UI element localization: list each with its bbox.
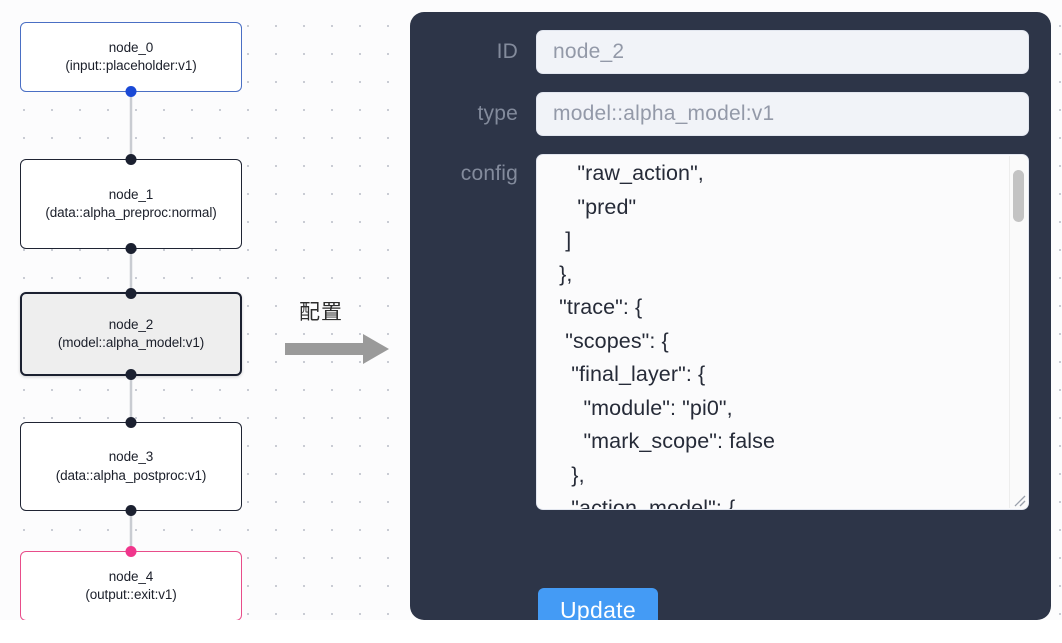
config-scrollbar-thumb[interactable] [1013, 170, 1024, 222]
flow-node-node_1[interactable]: node_1 (data::alpha_preproc:normal) [20, 154, 242, 254]
configure-annotation: 配置 [285, 296, 405, 368]
field-row-type: type model::alpha_model:v1 [416, 92, 1029, 136]
annotation-label: 配置 [299, 300, 343, 324]
arrow-right-icon [285, 334, 389, 364]
flow-node-label: node_2 (model::alpha_model:v1) [57, 316, 205, 350]
node-handle-target[interactable] [125, 288, 137, 299]
config-textarea[interactable]: "raw_action", "pred" ] }, "trace": { "sc… [559, 161, 776, 509]
update-button[interactable]: Update [538, 588, 658, 620]
flow-node-label: node_0 (input::placeholder:v1) [65, 39, 197, 73]
id-input[interactable]: node_2 [536, 30, 1029, 74]
node-handle-source[interactable] [125, 86, 137, 97]
flow-node-node_3[interactable]: node_3 (data::alpha_postproc:v1) [20, 417, 242, 516]
node-config-panel: ID node_2 type model::alpha_model:v1 con… [410, 12, 1051, 620]
id-label: ID [496, 40, 518, 63]
node-handle-source[interactable] [125, 505, 137, 516]
node-handle-target[interactable] [125, 546, 137, 557]
node-handle-target[interactable] [125, 417, 137, 428]
flow-node-node_4[interactable]: node_4 (output::exit:v1) [20, 546, 242, 621]
node-handle-source[interactable] [125, 243, 137, 254]
config-scrollbar[interactable] [1009, 156, 1027, 508]
type-label: type [477, 102, 518, 125]
config-textarea-wrapper[interactable]: "raw_action", "pred" ] }, "trace": { "sc… [536, 154, 1029, 510]
flow-node-node_2[interactable]: node_2 (model::alpha_model:v1) [20, 288, 242, 380]
node-handle-target[interactable] [125, 154, 137, 165]
resize-handle-icon[interactable] [1010, 491, 1026, 507]
flow-node-node_0[interactable]: node_0 (input::placeholder:v1) [20, 22, 242, 97]
flow-node-label: node_3 (data::alpha_postproc:v1) [55, 449, 207, 483]
field-row-config: config "raw_action", "pred" ] }, "trace"… [416, 154, 1029, 510]
config-label: config [460, 162, 518, 185]
node-handle-source[interactable] [125, 369, 137, 380]
field-row-id: ID node_2 [416, 30, 1029, 74]
flow-node-label: node_1 (data::alpha_preproc:normal) [45, 186, 217, 220]
bottom-strip [0, 620, 1062, 643]
flow-node-label: node_4 (output::exit:v1) [85, 568, 177, 602]
type-input[interactable]: model::alpha_model:v1 [536, 92, 1029, 136]
